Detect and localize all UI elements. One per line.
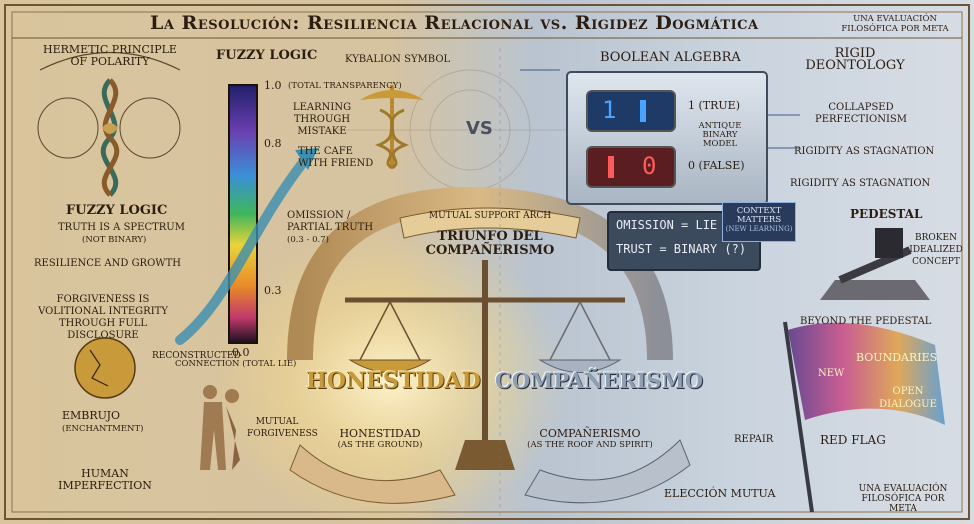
omission-lie-text: Omission = Lie: [616, 218, 718, 232]
companerismo-note: (As the Roof and Spirit): [527, 440, 653, 450]
zero-false-label: 0 (False): [688, 159, 745, 172]
context-box: Context Matters (New Learning): [722, 202, 796, 242]
credit-top: Una evaluación filosófica por Meta: [841, 14, 949, 34]
kybalion-label: Kybalion Symbol: [345, 54, 451, 65]
scale-min-note: Connection (Total Lie): [175, 359, 297, 369]
beyond-label: Beyond the Pedestal: [800, 316, 932, 327]
vs-badge: VS: [466, 118, 506, 148]
broken-label: Broken Idealized Concept: [909, 233, 963, 267]
cafe-label: The Cafe with Friend: [298, 146, 374, 169]
hermetic-label: Hermetic Principle of Polarity: [43, 43, 177, 68]
scale-max-note: (Total Transparency): [288, 81, 402, 91]
honestidad-small: Honestidad: [339, 427, 421, 440]
one-true-label: 1 (True): [688, 99, 740, 112]
flag-new-label: New: [818, 368, 845, 379]
bit-zero: 0: [642, 152, 657, 180]
learning-label: Learning Through Mistake: [292, 102, 352, 137]
arch-banner: Mutual Support Arch: [428, 211, 552, 221]
omission-label: Omission / Partial Truth: [287, 210, 374, 233]
fuzzy-logic-label: Fuzzy Logic: [66, 203, 168, 218]
flag-dialogue-label: Dialogue: [879, 399, 937, 410]
credit-bottom: Una evaluación filosófica por Meta: [858, 484, 948, 514]
tick-08: 0.8: [264, 137, 282, 150]
not-binary-label: (Not Binary): [82, 235, 147, 245]
companerismo-small: Compañerismo: [539, 427, 641, 440]
repair-label: Repair: [734, 434, 774, 445]
fuzzy-heading: Fuzzy Logic: [216, 48, 318, 63]
bit-one-bar: [640, 100, 646, 122]
collapsed-label: Collapsed Perfectionism: [814, 102, 908, 125]
triunfo-label: Triunfo del Compañerismo: [425, 229, 555, 258]
rigidity-label-1: Rigidity as Stagnation: [794, 146, 935, 157]
enchantment-label: (Enchantment): [62, 424, 144, 434]
resilience-label: Resilience and Growth: [34, 258, 181, 269]
trust-binary-text: Trust = Binary (?): [616, 242, 747, 256]
reconstructed-label: Reconstructed: [152, 351, 241, 361]
human-imperfection-label: Human Imperfection: [58, 467, 152, 492]
tick-03: 0.3: [264, 284, 282, 297]
bit-zero-tile: 0: [586, 146, 676, 188]
companerismo-big: Compañerismo: [495, 368, 703, 393]
pedestal-label: Pedestal: [850, 207, 923, 221]
bit-one-tile: 1: [586, 90, 676, 132]
mutual-forgiveness-label: Mutual Forgiveness: [247, 417, 318, 439]
boolean-label: Boolean Algebra: [600, 50, 741, 65]
eleccion-label: Elección Mutua: [664, 487, 776, 500]
antique-model-label: Antique Binary Model: [698, 121, 742, 149]
new-learning-label: (New Learning): [725, 225, 793, 233]
context-label: Context Matters: [736, 206, 782, 225]
rigid-label: Rigid Deontology: [805, 46, 905, 73]
flag-open-label: Open: [892, 386, 924, 397]
forgiveness-label: Forgiveness is Volitional Integrity Thro…: [38, 294, 168, 341]
honestidad-note: (As the Ground): [337, 440, 423, 450]
bit-zero-bar: [608, 156, 614, 178]
scale-max: 1.0: [264, 79, 282, 92]
bit-one: 1: [602, 96, 617, 124]
honestidad-big: Honestidad: [306, 368, 481, 394]
page-title: La Resolución: Resiliencia Relacional vs…: [150, 12, 759, 34]
vs-text: VS: [466, 118, 493, 139]
embrujo-label: Embrujo: [62, 409, 121, 422]
spectrum-label: Truth is a Spectrum: [58, 222, 185, 233]
scale-min: 0.0: [232, 346, 250, 359]
rigidity-label-2: Rigidity as Stagnation: [790, 178, 931, 189]
red-flag-label: Red Flag: [820, 433, 886, 447]
flag-boundaries-label: Boundaries: [856, 351, 938, 364]
omission-range: (0.3 - 0.7): [287, 235, 329, 245]
